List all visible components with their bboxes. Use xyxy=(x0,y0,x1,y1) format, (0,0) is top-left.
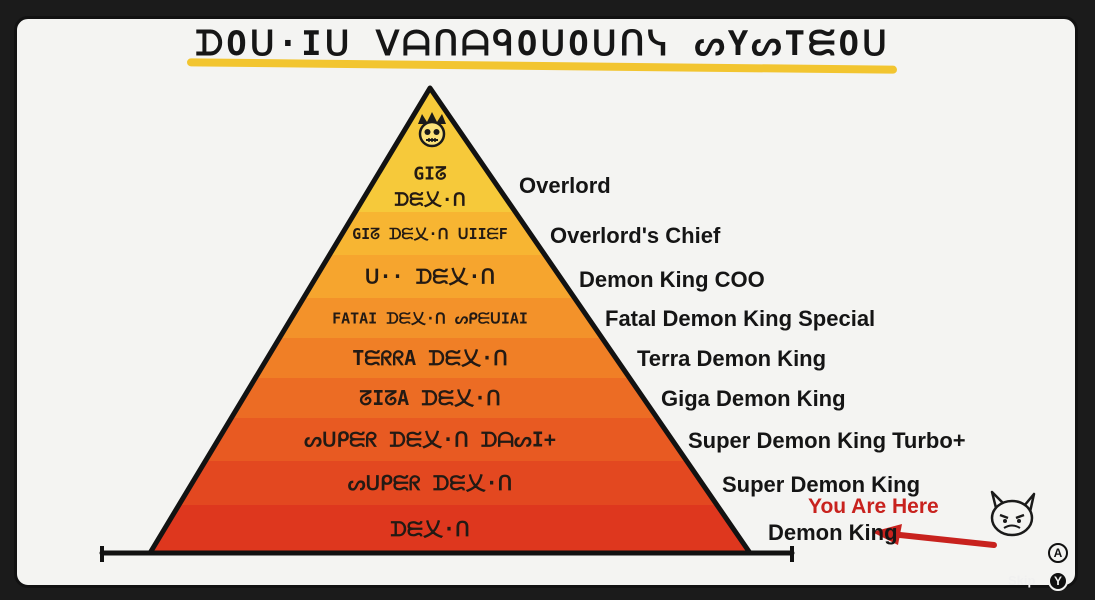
tier-glyph-text: ᔕᑌᑭᙓᖇ ᗪᙓ乂·ᑎ ᗪᗩᔕI+ xyxy=(304,428,556,452)
rank-label: Demon King xyxy=(768,520,898,545)
tier-glyph-text: ᗪᙓ乂·ᑎ xyxy=(394,189,466,210)
tier-band-9 xyxy=(150,505,750,553)
skull-crown-icon xyxy=(418,112,446,148)
rank-label: Terra Demon King xyxy=(637,346,827,371)
a-button[interactable]: A xyxy=(1048,543,1068,563)
you-are-here-label: You Are Here xyxy=(808,495,939,518)
rank-label: Overlord's Chief xyxy=(550,223,721,248)
tier-band-7 xyxy=(150,418,750,461)
page-title: ᗪOᑌ·Iᑌ ᐯᗩᑎᗩᑫOᑌOᑌᑎᓭ ᔕYᔕTᙓOᑌ xyxy=(195,24,890,64)
demon-horned-avatar-icon xyxy=(990,490,1036,537)
tier-band-8 xyxy=(150,461,750,505)
tier-glyph-text: FATAI ᗪᙓ乂·ᑎ ᔕᑭᙓᑌIAI xyxy=(332,309,528,327)
rank-label: Super Demon King Turbo+ xyxy=(688,428,966,453)
tier-glyph-text: ᔕᑌᑭᙓᖇ ᗪᙓ乂·ᑎ xyxy=(348,471,513,495)
rank-label: Demon King COO xyxy=(579,267,765,292)
tier-glyph-text: GIᘔ ᗪᙓ乂·ᑎ ᑌIIᙓF xyxy=(352,225,508,243)
rank-label: Super Demon King xyxy=(722,472,921,497)
rank-label: Giga Demon King xyxy=(661,386,846,411)
arrow-left-icon xyxy=(872,524,997,548)
tier-glyph-text: ᗪᙓ乂·ᑎ xyxy=(390,517,469,541)
skip-label[interactable]: Skip xyxy=(1008,573,1036,588)
rank-label: Overlord xyxy=(519,173,611,198)
tier-glyph-text: GIᘔ xyxy=(413,163,447,184)
tier-glyph-text: ᘔIᘔA ᗪᙓ乂·ᑎ xyxy=(359,386,500,410)
tier-glyph-text: TᙓᖇᖇA ᗪᙓ乂·ᑎ xyxy=(352,346,507,370)
title-banner: ᗪOᑌ·Iᑌ ᐯᗩᑎᗩᑫOᑌOᑌᑎᓭ ᔕYᔕTᙓOᑌ xyxy=(185,22,900,74)
tier-glyph-text: ᑌ·· ᗪᙓ乂·ᑎ xyxy=(365,265,495,289)
y-button-skip[interactable]: Y xyxy=(1048,571,1068,591)
rank-label: Fatal Demon King Special xyxy=(605,306,876,331)
